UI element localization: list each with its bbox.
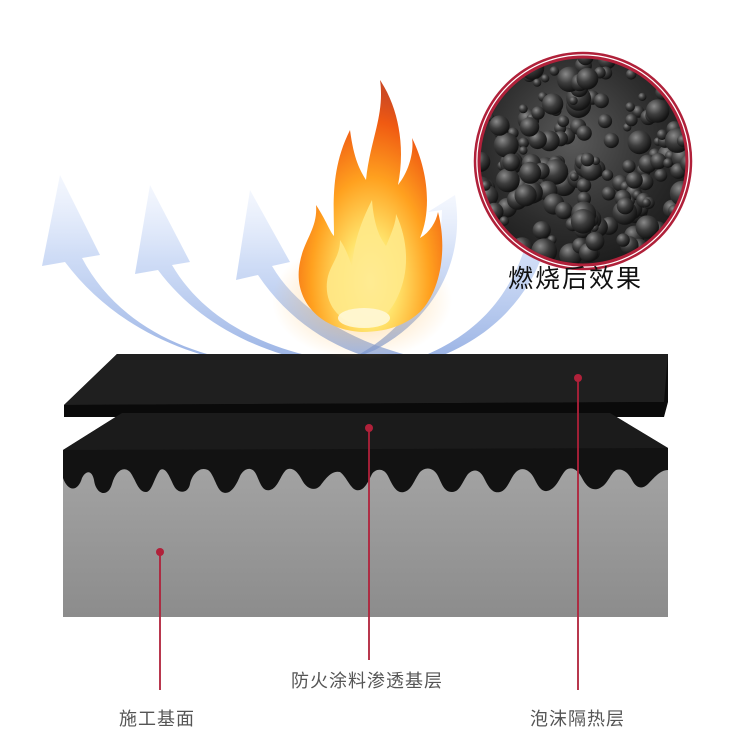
- char-granule: [576, 67, 599, 90]
- char-granule: [593, 93, 609, 109]
- char-granule: [616, 233, 630, 247]
- leader-lines: [156, 374, 582, 690]
- char-granule: [495, 168, 520, 193]
- char-granule: [656, 129, 668, 140]
- char-granule: [569, 96, 578, 105]
- char-granule: [531, 106, 545, 120]
- leader-dot-foam: [574, 374, 582, 382]
- char-granule: [557, 115, 570, 128]
- char-granule: [654, 168, 668, 182]
- char-granule: [625, 171, 643, 189]
- coating-drips: [63, 462, 668, 494]
- char-granule: [650, 153, 667, 170]
- char-granule: [542, 159, 569, 185]
- char-granule: [555, 201, 573, 220]
- char-granule: [576, 125, 592, 141]
- char-granule: [569, 172, 579, 182]
- char-granule: [570, 209, 596, 234]
- char-granule: [638, 92, 647, 101]
- char-granule: [680, 153, 687, 174]
- char-granule: [622, 159, 636, 173]
- char-granule: [625, 102, 635, 112]
- char-granule: [663, 158, 673, 168]
- leader-dot-substrate: [156, 548, 164, 556]
- char-granule: [533, 78, 542, 87]
- char-granule: [635, 215, 659, 239]
- char-granule: [601, 169, 614, 181]
- char-granule: [518, 104, 528, 114]
- char-granule: [502, 153, 520, 172]
- char-granule: [499, 216, 510, 226]
- flame-icon: [272, 80, 452, 360]
- char-granule: [519, 161, 542, 184]
- substrate-label: 施工基面: [119, 709, 195, 730]
- char-granule: [576, 178, 592, 193]
- char-granule: [493, 132, 519, 158]
- foam-insulation-layer: [64, 354, 668, 417]
- char-granule: [616, 197, 634, 215]
- substrate-block: [63, 465, 668, 617]
- char-granule: [549, 66, 560, 76]
- penetration-label: 防火涂料渗透基层: [291, 671, 443, 692]
- leader-dot-penetration: [365, 424, 373, 432]
- char-granule: [514, 184, 537, 207]
- coating-penetration-layer: [63, 413, 668, 468]
- char-granule: [580, 152, 595, 167]
- char-granule: [518, 137, 529, 149]
- char-granule: [645, 99, 670, 123]
- char-granule: [541, 74, 550, 83]
- char-granule: [603, 132, 619, 149]
- char-granule: [541, 93, 564, 115]
- char-granule: [519, 146, 528, 155]
- char-granule: [585, 231, 605, 251]
- char-granule: [642, 198, 651, 207]
- foam-label: 泡沫隔热层: [530, 709, 625, 730]
- char-texture-icon: [473, 51, 693, 271]
- after-burn-caption: 燃烧后效果: [508, 264, 644, 293]
- char-granule: [597, 114, 613, 129]
- char-granule: [489, 115, 510, 136]
- char-granule: [601, 186, 616, 201]
- char-granule: [532, 221, 551, 240]
- char-granule: [625, 113, 638, 127]
- char-granule: [627, 130, 652, 155]
- char-granule: [519, 117, 540, 137]
